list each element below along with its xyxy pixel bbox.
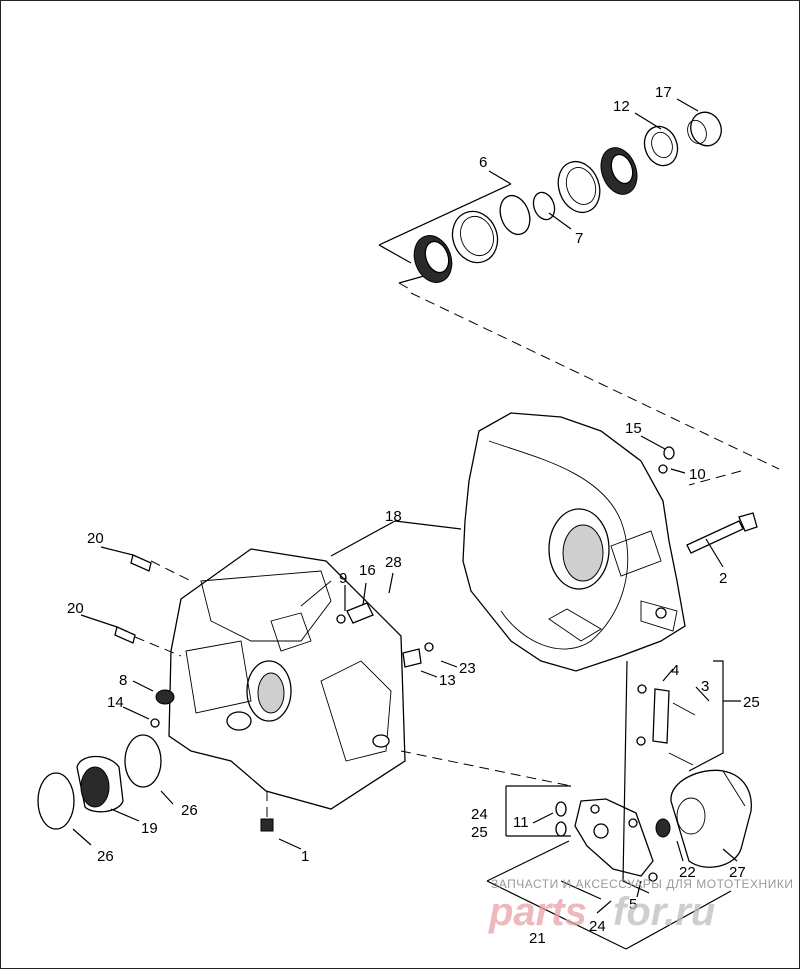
callout-6: 6 [479, 154, 487, 171]
callout-9: 9 [339, 570, 347, 587]
washer-5 [648, 872, 658, 882]
bearing-race-outer [451, 210, 499, 264]
plug-1 [260, 818, 274, 832]
callout-19: 19 [141, 820, 158, 837]
bearing-19 [76, 755, 124, 813]
callout-14: 14 [107, 694, 124, 711]
bearing-race-center [557, 160, 601, 214]
callout-1: 1 [301, 848, 309, 865]
callout-5: 5 [629, 896, 637, 913]
roller-bearing-left [413, 235, 453, 283]
callout-16: 16 [359, 562, 376, 579]
callout-25-lower: 25 [471, 824, 488, 841]
callout-7: 7 [575, 230, 583, 247]
callout-10: 10 [689, 466, 706, 483]
callout-13: 13 [439, 672, 456, 689]
callout-26-left: 26 [97, 848, 114, 865]
dowel-13 [402, 642, 434, 668]
callout-24-lower: 24 [589, 918, 606, 935]
oil-filter [670, 769, 752, 868]
oil-pump-cover [574, 798, 654, 877]
watermark: ЗАПЧАСТИ И АКСЕССУАРЫ ДЛЯ МОТОТЕХНИКИ pa… [488, 877, 793, 934]
callout-18: 18 [385, 508, 402, 525]
crankcase-left-half [168, 548, 406, 810]
callout-labels: 1 2 3 4 5 6 7 8 9 10 11 12 13 14 15 16 1… [67, 84, 760, 947]
bracket-plate-25 [636, 684, 696, 766]
watermark-tagline: ЗАПЧАСТИ И АКСЕССУАРЫ ДЛЯ МОТОТЕХНИКИ [491, 877, 793, 891]
callout-20-upper: 20 [87, 530, 104, 547]
callout-20-lower: 20 [67, 600, 84, 617]
sleeve-17 [687, 111, 722, 147]
callout-3: 3 [701, 678, 709, 695]
bearing-race-12 [643, 125, 679, 167]
roller-bearing-right [600, 147, 638, 195]
callout-17: 17 [655, 84, 672, 101]
callout-26-right: 26 [181, 802, 198, 819]
crankcase-right-half [462, 412, 686, 672]
ring-26-left [37, 772, 75, 830]
callout-4: 4 [671, 662, 679, 679]
filter-adapter-22 [655, 818, 671, 838]
retaining-ring-7 [532, 191, 556, 221]
stud-20-upper [130, 554, 152, 572]
callout-8: 8 [119, 672, 127, 689]
watermark-brand-left: parts [488, 890, 587, 934]
stud-20-lower [114, 626, 136, 644]
callout-21: 21 [529, 930, 546, 947]
callout-24-upper: 24 [471, 806, 488, 823]
bolt-2 [686, 512, 758, 554]
ring-26-right [124, 734, 162, 788]
watermark-brand-right: for.ru [613, 890, 715, 934]
callout-22: 22 [679, 864, 696, 881]
o-rings-11 [555, 801, 567, 837]
callout-28: 28 [385, 554, 402, 571]
callout-11: 11 [513, 814, 529, 831]
plug-14 [150, 718, 160, 728]
callout-25-upper: 25 [743, 694, 760, 711]
callout-23: 23 [459, 660, 476, 677]
breather-16 [336, 602, 374, 624]
callout-12: 12 [613, 98, 630, 115]
seal-8 [155, 689, 175, 705]
plug-15-and-seal-10 [658, 446, 675, 474]
callout-27: 27 [729, 864, 746, 881]
leader-lines [72, 98, 741, 950]
retaining-ring-6 [499, 194, 531, 236]
callout-2: 2 [719, 570, 727, 587]
callout-15: 15 [625, 420, 642, 437]
